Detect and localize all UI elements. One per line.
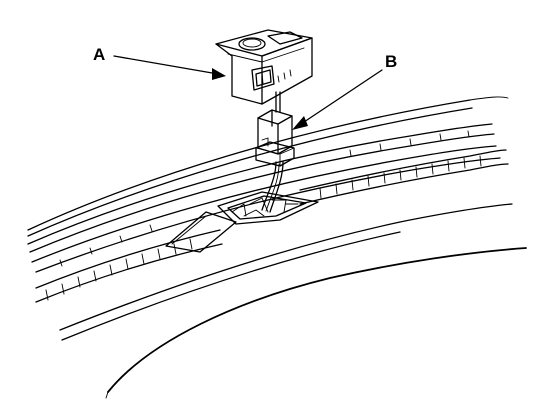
callout-b-leader: [292, 69, 383, 130]
wire-harness: [261, 161, 284, 213]
callout-a-leader: [113, 55, 226, 80]
switch-opening: [165, 191, 319, 253]
console-panel: [27, 96, 527, 399]
connector: [255, 91, 295, 167]
switch-assembly: [215, 29, 313, 105]
callout-b-label: B: [385, 52, 397, 71]
callout-a-label: A: [93, 45, 105, 64]
